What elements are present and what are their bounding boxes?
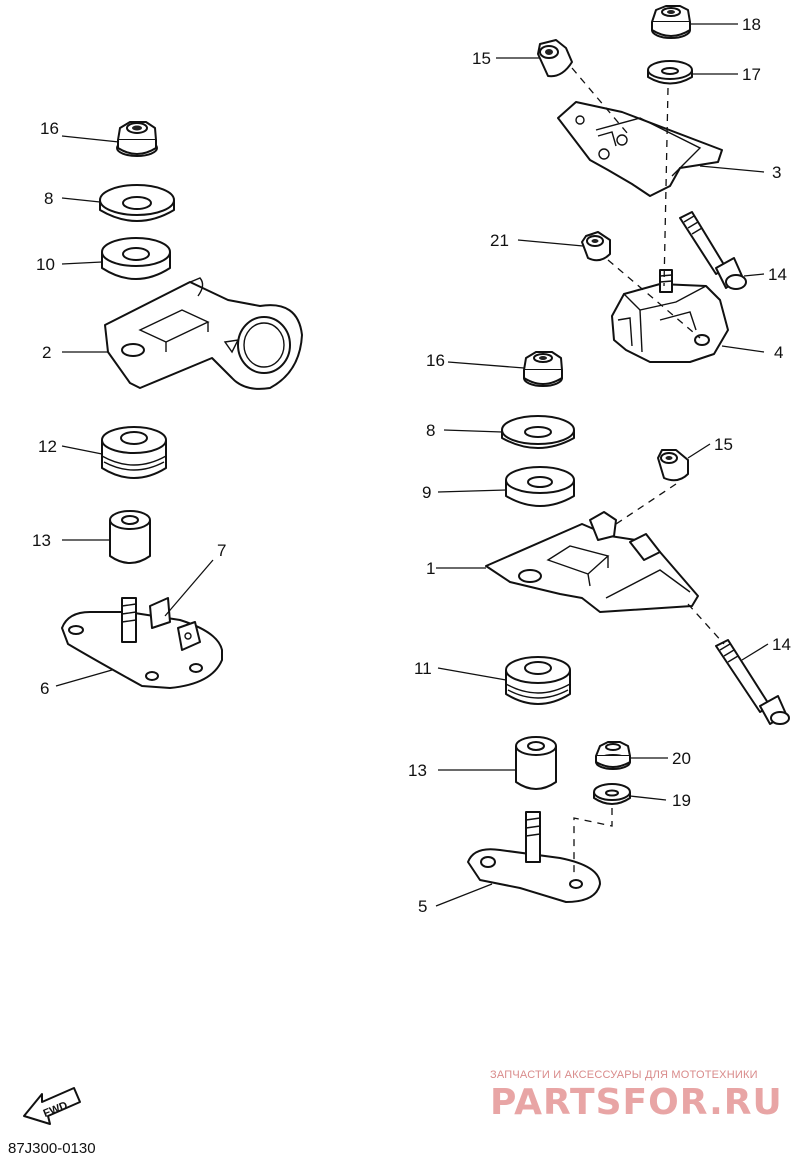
part-9-rubber <box>505 466 575 507</box>
label-19: 19 <box>672 791 691 810</box>
label-15-middle: 15 <box>714 435 733 454</box>
label-8-right: 8 <box>426 421 435 440</box>
part-16-nut-right <box>523 351 563 387</box>
label-4: 4 <box>774 343 783 362</box>
part-2-bracket <box>104 277 303 390</box>
part-14-bolt-upper <box>679 211 747 290</box>
part-21-nut <box>581 231 611 262</box>
label-18: 18 <box>742 15 761 34</box>
part-8-washer-left <box>99 184 175 222</box>
part-13-collar-left <box>109 510 151 564</box>
drawing-code: 87J300-0130 <box>8 1140 96 1157</box>
label-13-left: 13 <box>32 531 51 550</box>
part-15-nut-upper <box>537 39 573 78</box>
part-10-rubber-left <box>101 237 171 280</box>
watermark-tagline: ЗАПЧАСТИ И АКСЕССУАРЫ ДЛЯ МОТОТЕХНИКИ <box>490 1069 758 1081</box>
label-14-upper: 14 <box>768 265 787 284</box>
label-6: 6 <box>40 679 49 698</box>
label-16-left: 16 <box>40 119 59 138</box>
label-14-lower: 14 <box>772 635 791 654</box>
part-20-nut <box>595 741 631 770</box>
label-7: 7 <box>217 541 226 560</box>
part-1-bracket <box>485 511 699 613</box>
part-3-bracket <box>557 101 723 197</box>
label-17: 17 <box>742 65 761 84</box>
label-8-left: 8 <box>44 189 53 208</box>
label-2: 2 <box>42 343 51 362</box>
part-11-grommet <box>505 656 571 705</box>
part-5-mount-plate <box>467 811 601 903</box>
label-13-right: 13 <box>408 761 427 780</box>
label-10: 10 <box>36 255 55 274</box>
part-18-nut <box>651 5 691 39</box>
part-6-mount-plate <box>61 597 223 689</box>
label-16-right: 16 <box>426 351 445 370</box>
watermark-brand: PARTSFOR.RU <box>490 1082 783 1123</box>
part-13-collar-right <box>515 736 557 790</box>
part-17-washer <box>647 60 693 85</box>
part-19-washer <box>593 783 631 805</box>
label-1: 1 <box>426 559 435 578</box>
label-9: 9 <box>422 483 431 502</box>
part-8-washer-right <box>501 415 575 449</box>
label-11: 11 <box>414 659 432 678</box>
label-15-upper: 15 <box>472 49 491 68</box>
part-4-mount-block <box>611 269 729 363</box>
part-14-bolt-lower <box>715 639 790 725</box>
label-3: 3 <box>772 163 781 182</box>
fwd-arrow-icon: FWD <box>22 1080 82 1135</box>
label-12: 12 <box>38 437 57 456</box>
part-12-grommet-left <box>101 426 167 479</box>
part-15-nut-middle <box>657 449 689 482</box>
label-20: 20 <box>672 749 691 768</box>
part-16-nut-left <box>116 121 158 157</box>
label-21: 21 <box>490 231 509 250</box>
label-5: 5 <box>418 897 427 916</box>
